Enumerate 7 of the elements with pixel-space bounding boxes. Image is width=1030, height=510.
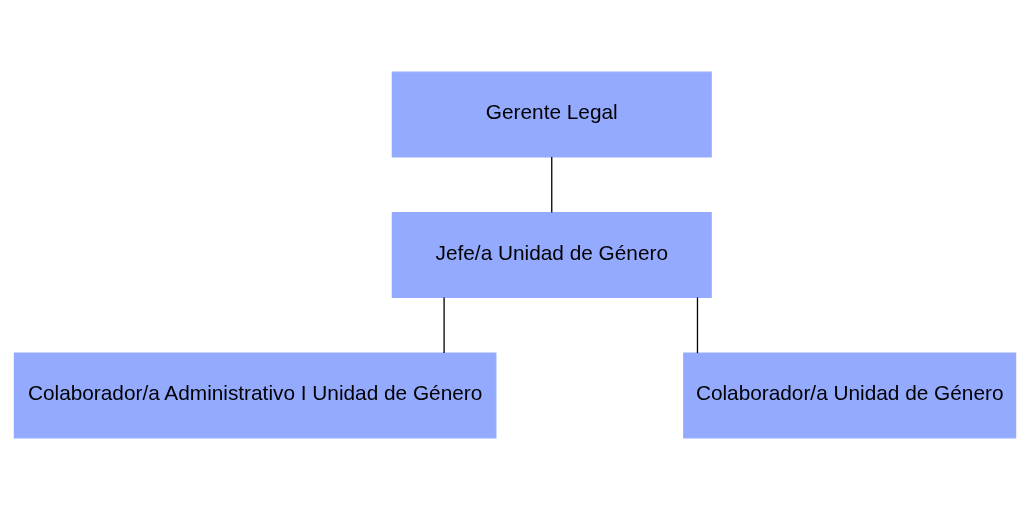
node-box: Jefe/a Unidad de Género [391, 212, 712, 298]
connector [696, 296, 699, 354]
node-box: Colaborador/a Unidad de Género [683, 352, 1017, 439]
node-box: Gerente Legal [391, 71, 712, 158]
connector [551, 156, 553, 214]
node-box: Colaborador/a Administrativo I Unidad de Género [13, 352, 497, 439]
connector [443, 296, 445, 354]
